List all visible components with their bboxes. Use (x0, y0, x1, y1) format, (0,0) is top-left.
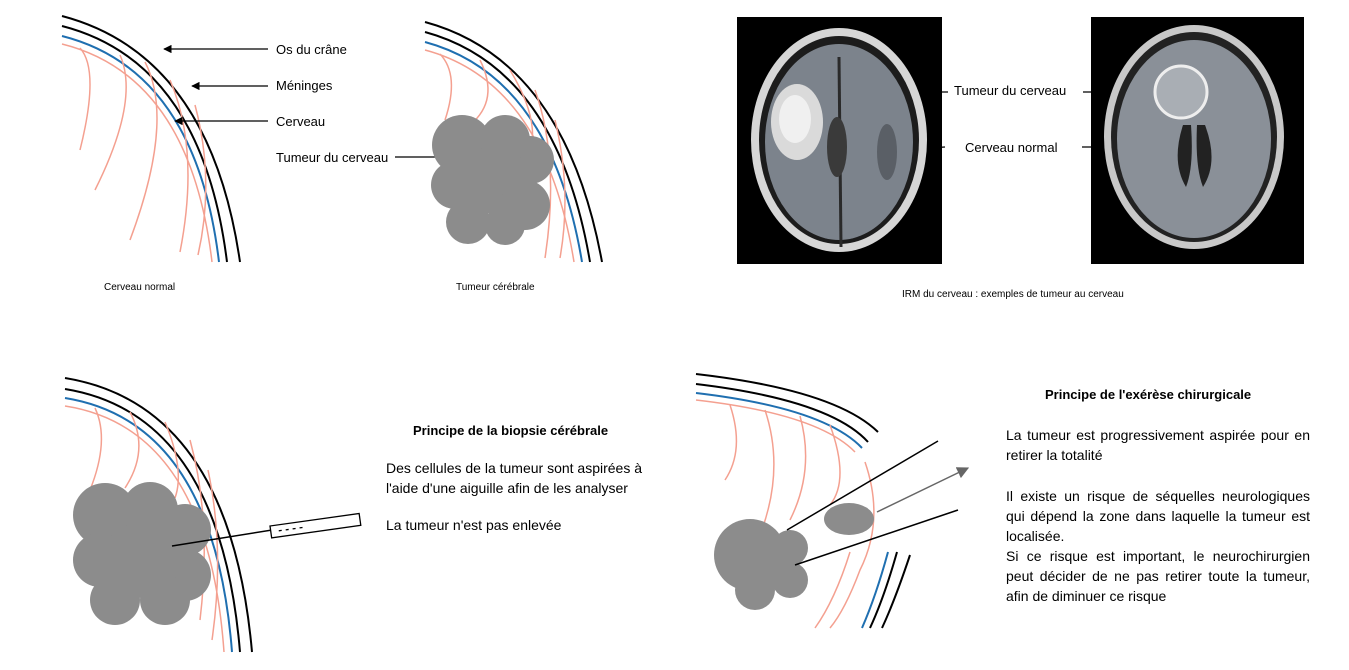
normal-brain-diagram (61, 15, 464, 263)
skull-lower-outer (881, 554, 911, 629)
meninges-line (695, 392, 863, 449)
exeresis-diagram (695, 373, 970, 629)
skull-inner-line (424, 31, 591, 263)
meninges-line (424, 41, 583, 263)
label-meninges: Méninges (276, 78, 333, 93)
mri-image-left (737, 17, 942, 264)
biopsy-text-1: Des cellules de la tumeur sont aspirées … (386, 460, 643, 496)
surgical-instrument-upper (786, 440, 939, 531)
skull-inner-line (61, 25, 228, 263)
aspiration-arrow (876, 467, 970, 513)
meninges-line (64, 397, 233, 653)
meninges-line (61, 35, 220, 263)
brain-tumor-mass (431, 115, 554, 245)
surgical-instrument-lower (794, 509, 959, 566)
skull-inner-line (64, 388, 241, 653)
label-brain: Cerveau (276, 114, 326, 129)
brain-tumor-mass (73, 482, 211, 625)
brain-folds (724, 404, 875, 629)
label-tumor: Tumeur du cerveau (276, 150, 389, 165)
brain-folds (79, 47, 207, 256)
brain-surface-line (64, 405, 225, 653)
removed-tumor-fragment (824, 503, 874, 535)
biopsy-diagram (64, 377, 362, 653)
label-skull: Os du crâne (276, 42, 347, 57)
brain-surface-line (695, 399, 856, 453)
caption-brain-tumor: Tumeur cérébrale (456, 282, 535, 293)
meninges-lower (861, 551, 889, 629)
mri-caption: IRM du cerveau : exemples de tumeur au c… (902, 289, 1124, 300)
biopsy-title: Principe de la biopsie cérébrale (413, 423, 609, 438)
skull-lower-inner (869, 551, 898, 629)
biopsy-text-2: La tumeur n'est pas enlevée (386, 517, 562, 533)
exeresis-text-2: Il existe un risque de séquelles neurolo… (1006, 488, 1310, 544)
brain-surface-line (61, 43, 213, 263)
skull-inner-line (695, 383, 869, 443)
biopsy-needle (269, 512, 362, 539)
caption-normal-brain: Cerveau normal (104, 282, 176, 293)
residual-tumor (714, 519, 808, 610)
skull-outer-line (61, 15, 241, 263)
exeresis-title: Principe de l'exérèse chirurgicale (1045, 387, 1252, 402)
tumor-brain-diagram (424, 21, 603, 263)
exeresis-text-1: La tumeur est progressivement aspirée po… (1006, 427, 1310, 463)
exeresis-text-3: Si ce risque est important, le neurochir… (1006, 548, 1310, 604)
label-arrows-normal (163, 44, 464, 162)
mri-image-right (1091, 17, 1304, 264)
mri-label-tumor: Tumeur du cerveau (954, 83, 1067, 98)
mri-label-normal: Cerveau normal (965, 140, 1058, 155)
skull-outer-line (695, 373, 879, 433)
